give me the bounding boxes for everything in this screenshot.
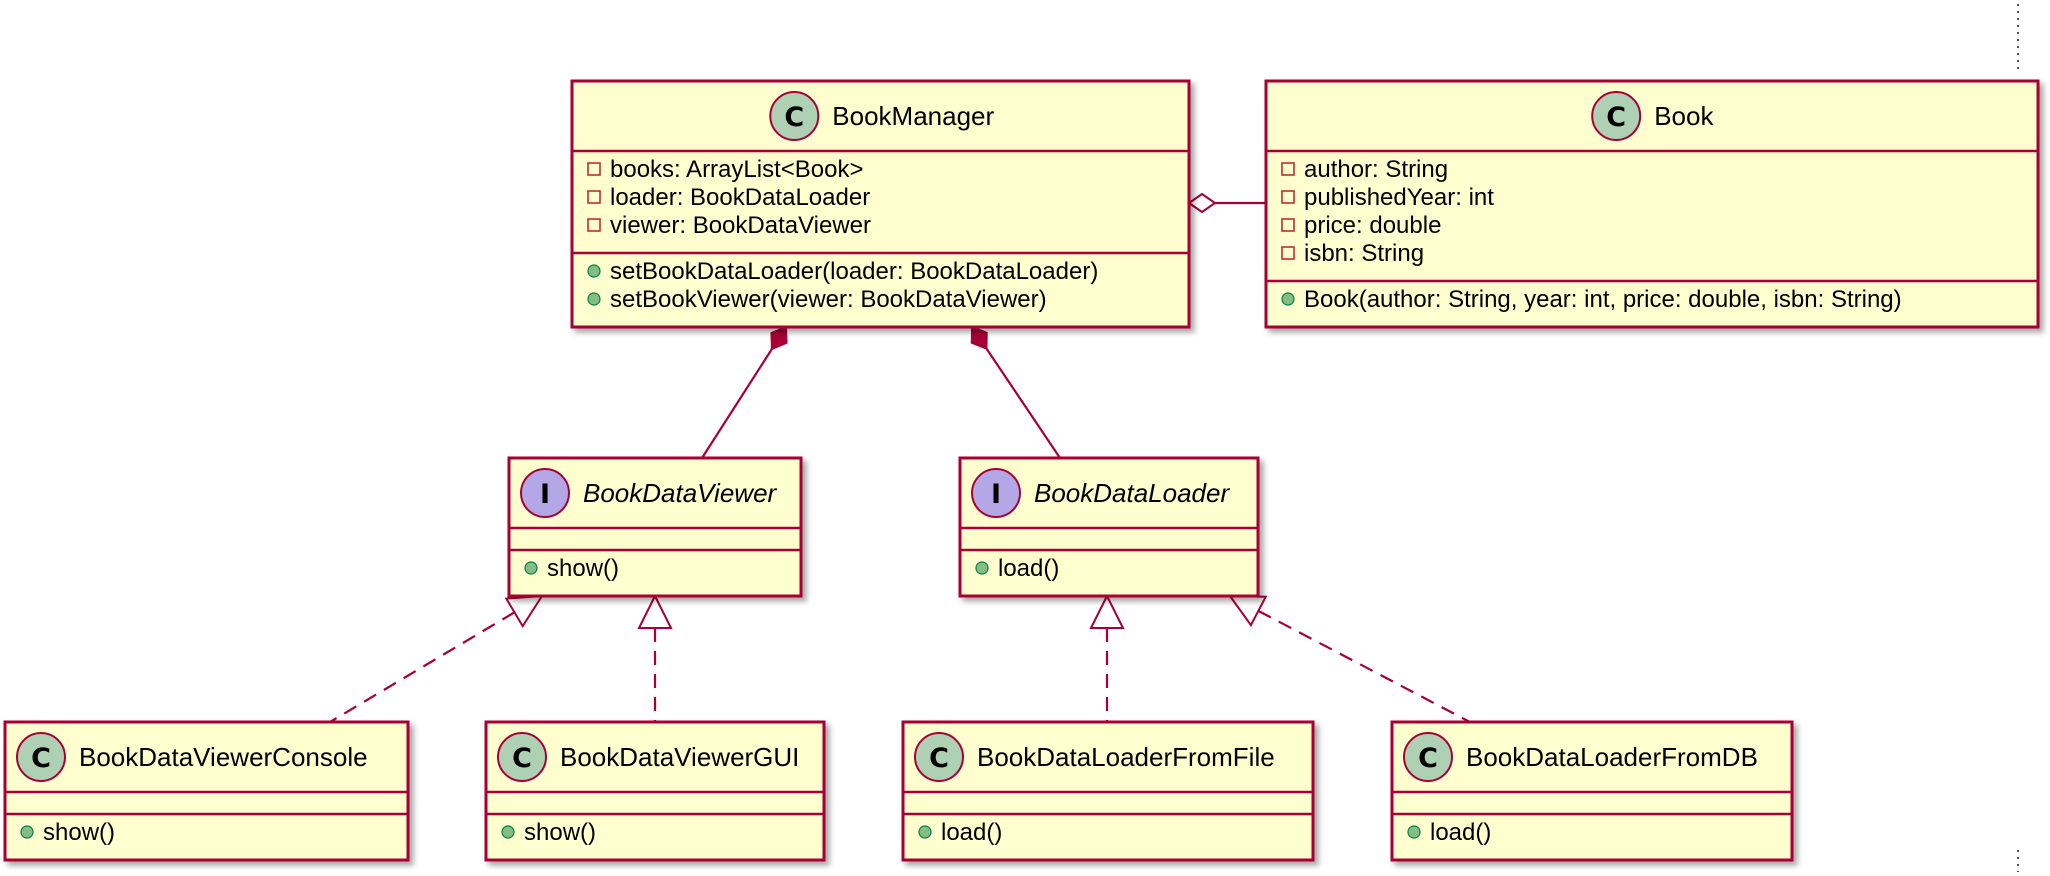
class-name: BookDataViewerGUI bbox=[560, 742, 799, 772]
class-field: viewer: BookDataViewer bbox=[610, 212, 871, 239]
class-box-book-manager[interactable]: C BookManager books: ArrayList<Book>loader… bbox=[570, 79, 1191, 329]
class-method: setBookViewer(viewer: BookDataViewer) bbox=[610, 286, 1047, 313]
stereotype-letter: I bbox=[540, 479, 550, 510]
class-box-frame bbox=[570, 79, 1191, 329]
class-name: BookDataLoader bbox=[1034, 478, 1230, 508]
class-badge-icon bbox=[1403, 732, 1453, 782]
stereotype-letter: C bbox=[1418, 743, 1438, 774]
aggregation-diamond-icon bbox=[1187, 192, 1217, 214]
class-box-loader-db[interactable]: C BookDataLoaderFromDB load() bbox=[1390, 720, 1794, 862]
class-method: Book(author: String, year: int, price: d… bbox=[1304, 286, 1902, 313]
private-visibility-icon bbox=[587, 162, 601, 176]
public-visibility-icon bbox=[587, 292, 601, 306]
class-method: show() bbox=[43, 819, 115, 846]
class-name: BookDataViewer bbox=[583, 478, 778, 508]
public-visibility-icon bbox=[20, 825, 34, 839]
class-badge-icon bbox=[16, 732, 66, 782]
class-box-loader-file[interactable]: C BookDataLoaderFromFile load() bbox=[901, 720, 1315, 862]
class-method: load() bbox=[941, 819, 1002, 846]
realization-edge bbox=[1257, 609, 1471, 723]
stereotype-letter: I bbox=[991, 479, 1001, 510]
interface-badge-icon bbox=[520, 468, 570, 518]
realization-arrowhead-icon bbox=[1228, 594, 1268, 627]
realization-edge bbox=[329, 611, 516, 723]
class-badge-icon bbox=[769, 91, 820, 141]
class-field: loader: BookDataLoader bbox=[610, 184, 870, 211]
class-method: setBookDataLoader(loader: BookDataLoader… bbox=[610, 258, 1098, 285]
class-field: isbn: String bbox=[1304, 240, 1424, 267]
public-visibility-icon bbox=[1407, 825, 1421, 839]
stereotype-letter: C bbox=[784, 102, 804, 133]
public-visibility-icon bbox=[524, 561, 538, 575]
private-visibility-icon bbox=[587, 190, 601, 204]
class-method: load() bbox=[1430, 819, 1491, 846]
composition-edge bbox=[701, 348, 773, 459]
private-visibility-icon bbox=[1281, 190, 1295, 204]
composition-diamond-icon bbox=[770, 325, 788, 351]
public-visibility-icon bbox=[501, 825, 515, 839]
class-badge-icon bbox=[497, 732, 547, 782]
class-method: show() bbox=[524, 819, 596, 846]
private-visibility-icon bbox=[587, 218, 601, 232]
private-visibility-icon bbox=[1281, 162, 1295, 176]
class-name: Book bbox=[1654, 101, 1714, 131]
class-name: BookDataLoaderFromDB bbox=[1466, 742, 1758, 772]
class-name: BookDataLoaderFromFile bbox=[977, 742, 1275, 772]
class-name: BookManager bbox=[832, 101, 994, 131]
private-visibility-icon bbox=[1281, 218, 1295, 232]
class-method: show() bbox=[547, 555, 619, 582]
public-visibility-icon bbox=[975, 561, 989, 575]
realization-arrowhead-icon bbox=[504, 594, 544, 629]
stereotype-letter: C bbox=[31, 743, 51, 774]
class-field: author: String bbox=[1304, 156, 1448, 183]
class-field: publishedYear: int bbox=[1304, 184, 1494, 211]
class-badge-icon bbox=[1591, 91, 1642, 141]
public-visibility-icon bbox=[1281, 292, 1295, 306]
composition-edge bbox=[985, 347, 1061, 459]
class-box-book-data-loader[interactable]: I BookDataLoader load() bbox=[958, 456, 1260, 598]
class-method: load() bbox=[998, 555, 1059, 582]
realization-arrowhead-icon bbox=[1089, 593, 1125, 629]
class-box-frame bbox=[1264, 79, 2040, 329]
class-field: books: ArrayList<Book> bbox=[610, 156, 863, 183]
public-visibility-icon bbox=[918, 825, 932, 839]
class-box-viewer-console[interactable]: C BookDataViewerConsole show() bbox=[3, 720, 410, 862]
public-visibility-icon bbox=[587, 264, 601, 278]
class-name: BookDataViewerConsole bbox=[79, 742, 368, 772]
class-badge-icon bbox=[914, 732, 964, 782]
interface-badge-icon bbox=[971, 468, 1021, 518]
private-visibility-icon bbox=[1281, 246, 1295, 260]
class-box-viewer-gui[interactable]: C BookDataViewerGUI show() bbox=[484, 720, 826, 862]
class-field: price: double bbox=[1304, 212, 1441, 239]
stereotype-letter: C bbox=[512, 743, 532, 774]
stereotype-letter: C bbox=[929, 743, 949, 774]
realization-arrowhead-icon bbox=[637, 593, 673, 629]
composition-diamond-icon bbox=[970, 325, 988, 351]
stereotype-letter: C bbox=[1606, 102, 1626, 133]
class-box-book-data-viewer[interactable]: I BookDataViewer show() bbox=[507, 456, 803, 598]
